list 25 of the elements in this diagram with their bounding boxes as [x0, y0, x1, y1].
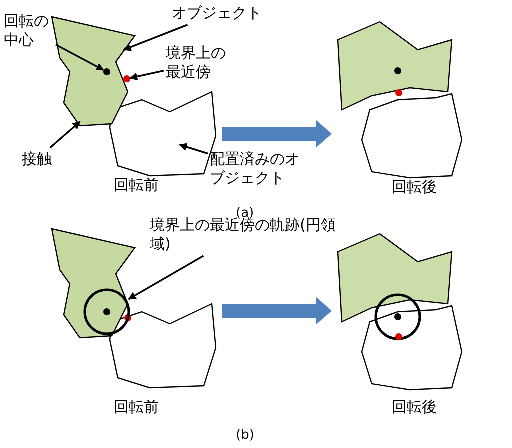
leader-line: [50, 121, 81, 149]
panel-label: (b): [236, 427, 254, 445]
leader-line: [56, 44, 104, 71]
leader-line: [130, 70, 164, 81]
nearest-point-dot: [124, 76, 130, 82]
block-arrow: [222, 120, 332, 148]
rotated-objects-drawing: [337, 233, 463, 391]
object-label: オブジェクト: [172, 4, 262, 23]
after-rotation-caption: 回転後: [392, 398, 437, 417]
leader-line: [179, 143, 208, 155]
rotation-center-dot: [104, 68, 110, 76]
rotation-center-label: 回転の中心: [4, 12, 54, 50]
placed-object-label: 配置済みのオブジェクト: [210, 150, 304, 188]
block-arrow: [222, 297, 332, 325]
before-rotation-caption: 回転前: [114, 176, 159, 195]
trajectory-label: 境界上の最近傍の軌跡(円領域): [150, 216, 350, 254]
contact-label: 接触: [22, 150, 52, 169]
rotated-objects-drawing: [337, 21, 463, 179]
after-rotation-caption: 回転後: [392, 178, 437, 197]
object-polygon: [51, 16, 136, 127]
before-rotation-caption: 回転前: [114, 398, 159, 417]
leader-line: [123, 24, 188, 52]
leader-line: [128, 255, 204, 300]
nearest-point-label: 境界上の最近傍: [166, 44, 230, 82]
circle-region: [84, 288, 130, 336]
